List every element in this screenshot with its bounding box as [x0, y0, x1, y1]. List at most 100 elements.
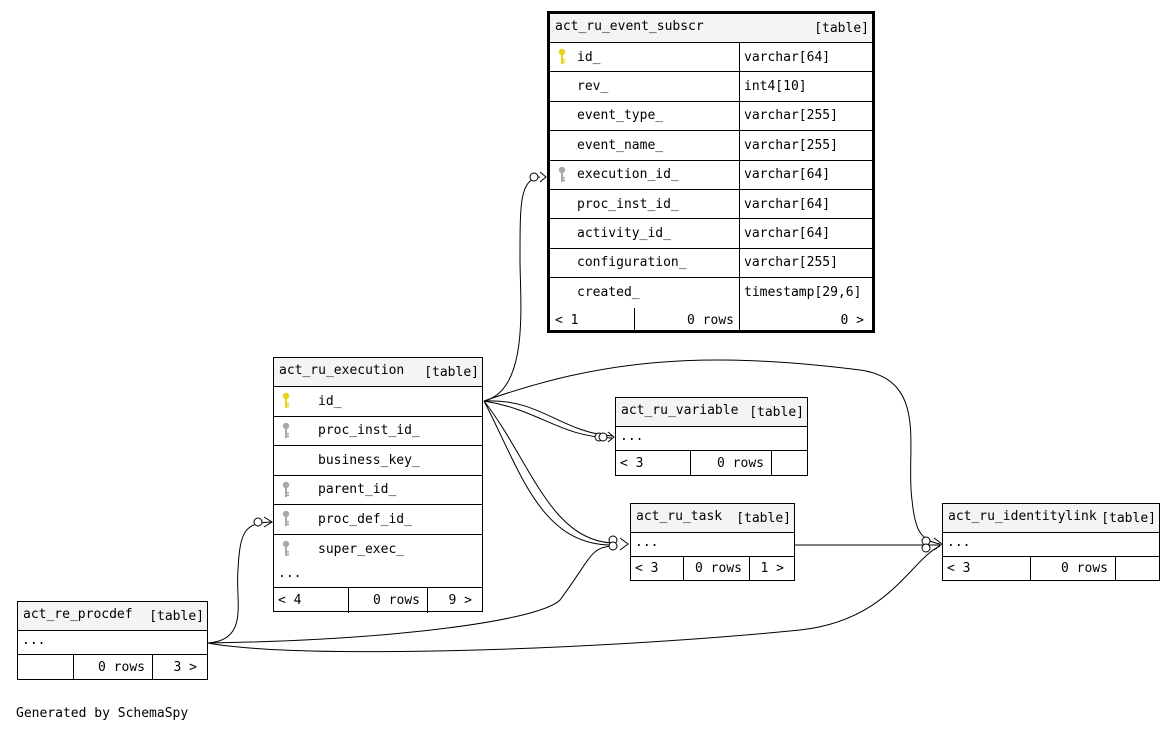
row-count: 0 rows [690, 451, 772, 475]
link-end-event-subscr [529, 172, 539, 182]
column-row[interactable]: proc_def_id_ [274, 505, 482, 535]
more-columns-row: ... [274, 564, 482, 588]
parents-count[interactable]: < 4 [278, 593, 302, 608]
more-columns: ... [278, 566, 302, 581]
table-name[interactable]: act_ru_event_subscr [555, 19, 704, 34]
table-act-ru-task[interactable]: act_ru_task [table] ... < 3 0 rows 1 > [630, 503, 795, 581]
column-name: proc_inst_id_ [577, 196, 679, 212]
column-row[interactable]: activity_id_ varchar[64] [550, 219, 872, 249]
row-count: 0 rows [634, 307, 740, 333]
table-kind: [table] [424, 365, 479, 380]
column-row[interactable]: rev_int4[10] [550, 72, 872, 102]
column-row[interactable]: super_exec_ [274, 535, 482, 565]
link-end-identitylink-b [921, 543, 931, 553]
table-name[interactable]: act_ru_execution [279, 363, 405, 378]
column-type: varchar[64] [739, 189, 872, 219]
children-count[interactable]: 9 > [427, 588, 482, 613]
column-type: int4[10] [739, 72, 872, 101]
table-header: act_ru_execution [table] [274, 358, 482, 387]
link-execution-task-2 [483, 400, 613, 544]
column-row[interactable]: created_timestamp[29,6] [550, 278, 872, 308]
table-act-ru-identitylink[interactable]: act_ru_identitylink [table] ... < 3 0 ro… [942, 503, 1160, 581]
table-act-ru-variable[interactable]: act_ru_variable [table] ... < 3 0 rows [615, 397, 808, 476]
column-type: varchar[255] [739, 248, 872, 278]
table-footer: 0 rows 3 > [18, 655, 207, 679]
column-row[interactable]: proc_inst_id_ varchar[64] [550, 189, 872, 220]
generator-footnote: Generated by SchemaSpy [16, 706, 189, 721]
link-procdef-identitylink [207, 545, 941, 653]
link-end-variable-b [598, 432, 608, 442]
column-row[interactable]: event_type_ varchar[255] [550, 101, 872, 132]
children-count[interactable]: 1 > [749, 557, 794, 580]
column-row[interactable]: proc_inst_id_ [274, 417, 482, 446]
crowfoot-event-subscr [539, 171, 547, 183]
column-row[interactable]: id_ [274, 387, 482, 417]
table-name[interactable]: act_ru_task [636, 509, 723, 524]
more-columns-row: ... [18, 631, 207, 655]
table-kind: [table] [736, 511, 791, 526]
table-header: act_re_procdef [table] [18, 602, 207, 631]
crowfoot-variable [607, 431, 615, 443]
table-footer: < 3 0 rows 1 > [631, 557, 794, 580]
more-columns-row: ... [631, 533, 794, 557]
row-count: 0 rows [1030, 557, 1116, 580]
parents-count[interactable]: < 3 [620, 455, 644, 471]
table-name[interactable]: act_ru_variable [621, 403, 739, 418]
table-header: act_ru_task [table] [631, 504, 794, 533]
column-row[interactable]: business_key_ [274, 446, 482, 476]
children-count[interactable]: 0 > [739, 307, 872, 333]
more-columns: ... [22, 633, 46, 648]
column-row[interactable]: event_name_varchar[255] [550, 131, 872, 161]
column-name: id_ [318, 393, 342, 409]
table-act-re-procdef[interactable]: act_re_procdef [table] ... 0 rows 3 > [17, 601, 208, 680]
primary-key-icon [282, 393, 290, 409]
more-columns-row: ... [943, 533, 1159, 557]
parents-count[interactable] [22, 655, 76, 679]
table-act-ru-execution[interactable]: act_ru_execution [table] id_ proc_inst_id… [273, 357, 483, 613]
link-end-task-b [608, 541, 618, 551]
column-type: varchar[64] [739, 219, 872, 248]
column-name: configuration_ [577, 255, 687, 271]
foreign-key-icon [282, 511, 290, 527]
table-name[interactable]: act_re_procdef [23, 607, 133, 622]
crowfoot-task [619, 537, 629, 551]
link-execution-variable-2 [483, 400, 613, 437]
table-kind: [table] [749, 405, 804, 420]
link-procdef-task [207, 545, 613, 644]
parents-count[interactable]: < 1 [555, 312, 579, 328]
column-name: event_name_ [577, 137, 664, 153]
table-header: act_ru_identitylink [table] [943, 504, 1159, 533]
foreign-key-icon [282, 481, 290, 497]
table-name[interactable]: act_ru_identitylink [948, 509, 1097, 524]
column-name: proc_inst_id_ [318, 423, 420, 439]
column-name: activity_id_ [577, 226, 671, 242]
table-kind: [table] [814, 21, 869, 36]
children-count[interactable] [1115, 557, 1159, 580]
column-name: event_type_ [577, 108, 664, 124]
row-count: 0 rows [73, 655, 153, 679]
link-end-execution [253, 517, 263, 527]
column-row[interactable]: id_ varchar[64] [550, 43, 872, 73]
column-row[interactable]: parent_id_ [274, 476, 482, 505]
column-row[interactable]: configuration_ varchar[255] [550, 248, 872, 279]
column-type: varchar[64] [739, 160, 872, 189]
column-name: super_exec_ [318, 541, 405, 557]
table-act-ru-event-subscr[interactable]: act_ru_event_subscr [table] id_ varchar[6… [547, 11, 875, 333]
column-row[interactable]: execution_id_varchar[64] [550, 160, 872, 190]
row-count: 0 rows [683, 557, 750, 580]
primary-key-icon [558, 48, 566, 65]
parents-count[interactable]: < 3 [635, 561, 659, 576]
children-count[interactable] [771, 451, 807, 475]
link-execution-event-subscr [483, 176, 541, 402]
column-type: varchar[64] [739, 43, 872, 72]
parents-count[interactable]: < 3 [947, 561, 971, 576]
foreign-key-icon [282, 541, 290, 557]
column-type: varchar[255] [739, 101, 872, 131]
children-count[interactable]: 3 > [152, 655, 207, 679]
link-execution-task-1 [483, 400, 613, 546]
table-footer: < 4 0 rows 9 > [274, 588, 482, 613]
row-count: 0 rows [348, 588, 428, 613]
column-name: created_ [577, 285, 640, 301]
column-name: id_ [577, 49, 601, 65]
